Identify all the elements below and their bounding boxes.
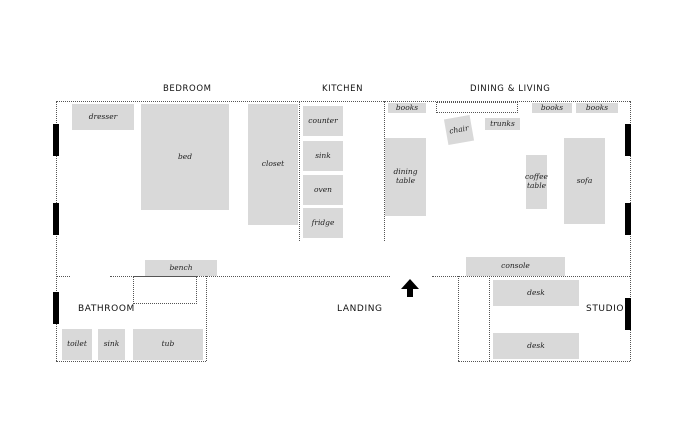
window-left-1 <box>53 124 59 156</box>
furniture-sink-bath: sink <box>98 329 125 360</box>
room-label-bedroom: BEDROOM <box>163 84 212 94</box>
furniture-tub: tub <box>133 329 203 360</box>
wall-landing-top <box>110 276 390 277</box>
room-label-landing: LANDING <box>337 304 383 314</box>
window-left-2 <box>53 203 59 235</box>
window-right-2 <box>625 203 631 235</box>
furniture-dresser: dresser <box>72 104 134 130</box>
furniture-toilet: toilet <box>62 329 92 360</box>
furniture-bed: bed <box>141 104 229 210</box>
room-label-dining-living: DINING & LIVING <box>470 84 551 94</box>
counter-outline <box>436 102 518 113</box>
furniture-desk-2: desk <box>493 333 579 359</box>
wall-bottom-left <box>56 361 206 362</box>
furniture-counter: counter <box>303 106 343 136</box>
furniture-chair: chair <box>443 114 475 146</box>
window-right-3 <box>625 298 631 330</box>
furniture-books-1: books <box>388 103 426 113</box>
wall-bedroom-bottom <box>56 276 70 277</box>
room-label-kitchen: KITCHEN <box>322 84 364 94</box>
wall-studio-top <box>432 276 630 277</box>
wall-bottom-right <box>458 361 630 362</box>
wall-bathroom-right <box>206 276 207 361</box>
wall-kitchen-right <box>384 101 385 241</box>
window-left-3 <box>53 292 59 324</box>
furniture-fridge: fridge <box>303 208 343 238</box>
furniture-books-2: books <box>532 103 572 113</box>
wall-top <box>56 101 630 102</box>
bench-outline <box>133 276 197 304</box>
wall-kitchen-left <box>299 101 300 241</box>
furniture-oven: oven <box>303 175 343 205</box>
furniture-bench: bench <box>145 260 217 276</box>
wall-studio-left <box>458 276 459 361</box>
furniture-closet: closet <box>248 104 298 225</box>
furniture-console: console <box>466 257 565 276</box>
furniture-trunks: trunks <box>485 118 520 130</box>
furniture-coffee-table: coffee table <box>525 155 548 209</box>
up-arrow-icon <box>401 279 419 297</box>
furniture-sink-kitchen: sink <box>303 141 343 171</box>
room-label-bathroom: BATHROOM <box>78 304 135 314</box>
window-right-1 <box>625 124 631 156</box>
furniture-books-3: books <box>576 103 618 113</box>
wall-studio-inner <box>489 276 490 361</box>
furniture-sofa: sofa <box>564 138 605 224</box>
furniture-desk-1: desk <box>493 280 579 306</box>
room-label-studio: STUDIO <box>586 304 625 314</box>
furniture-dining-table: dining table <box>385 138 426 216</box>
